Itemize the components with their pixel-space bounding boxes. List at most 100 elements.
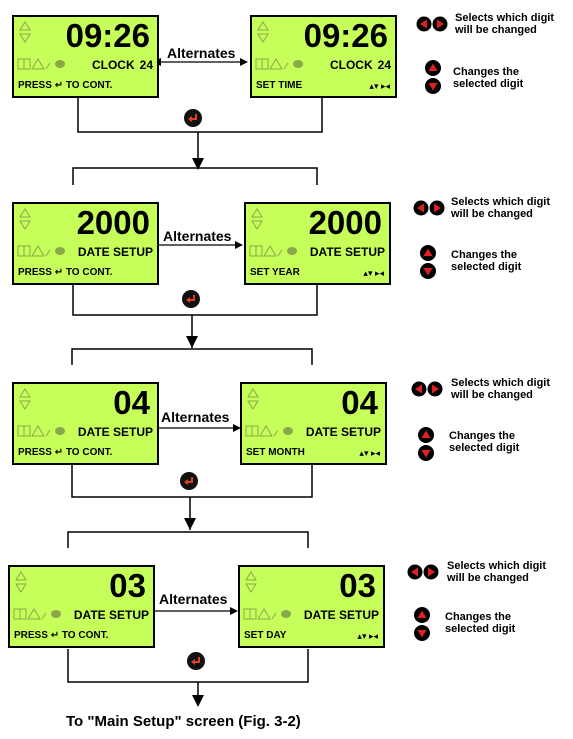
lcd-set-label: SET TIME	[256, 80, 303, 91]
enter-button[interactable]	[180, 472, 198, 490]
up-down-indicator-icon	[19, 208, 31, 230]
footer-caption: To "Main Setup" screen (Fig. 3-2)	[66, 713, 301, 730]
lcd-value: 09:26	[303, 17, 388, 54]
press-prefix: PRESS	[18, 80, 52, 91]
legend-line: selected digit	[449, 442, 520, 454]
up-down-indicator-icon	[245, 571, 257, 593]
lcd-month-press: 04 DATE SETUP PRESS ↵ TO CONT.	[12, 382, 159, 465]
legend-line: Selects which digit	[451, 196, 551, 208]
lcd-press-text: PRESS ↵ TO CONT.	[18, 267, 112, 279]
lcd-press-text: PRESS ↵ TO CONT.	[18, 80, 112, 92]
press-prefix: PRESS	[18, 447, 52, 458]
up-down-buttons-icon	[418, 427, 434, 461]
lcd-mode-label: CLOCK	[329, 58, 373, 72]
lcd-clock-set: 09:26 CLOCK 24 SET TIME ▴▾ ▸◂	[250, 15, 397, 98]
up-down-indicator-icon	[257, 21, 269, 43]
left-right-buttons-icon	[416, 16, 448, 32]
lcd-mode-label: DATE SETUP	[77, 425, 153, 439]
enter-symbol-icon: ↵	[54, 80, 64, 91]
enter-key-icon	[191, 657, 200, 665]
enter-button[interactable]	[187, 652, 205, 670]
legend-line: will be changed	[455, 24, 537, 36]
up-down-buttons-icon	[425, 60, 441, 94]
lcd-nav-symbols: ▴▾ ▸◂	[363, 268, 384, 278]
lcd-day-set: 03 DATE SETUP SET DAY ▴▾ ▸◂	[238, 565, 385, 648]
enter-button[interactable]	[182, 290, 200, 308]
lcd-mode-number: 24	[377, 58, 391, 72]
enter-button[interactable]	[184, 109, 202, 127]
legend-line: selected digit	[445, 623, 516, 635]
lcd-mode: DATE SETUP	[306, 425, 381, 439]
lcd-value: 03	[109, 567, 146, 604]
lcd-day-press: 03 DATE SETUP PRESS ↵ TO CONT.	[8, 565, 155, 648]
lcd-mode-label: DATE SETUP	[309, 245, 385, 259]
up-down-indicator-icon	[19, 21, 31, 43]
lcd-nav-symbols: ▴▾ ▸◂	[369, 81, 390, 91]
lcd-mode: CLOCK 24	[92, 58, 153, 72]
lcd-mode: DATE SETUP	[78, 245, 153, 259]
legend-line: Selects which digit	[451, 377, 551, 389]
up-down-indicator-icon	[251, 208, 263, 230]
enter-key-icon	[184, 477, 193, 485]
lcd-year-press: 2000 DATE SETUP PRESS ↵ TO CONT.	[12, 202, 159, 285]
lcd-mode: DATE SETUP	[78, 425, 153, 439]
legend-line: Changes the	[451, 249, 518, 261]
lcd-value: 03	[339, 567, 376, 604]
alternates-label: Alternates	[162, 228, 233, 244]
lcd-status-symbols-icon	[17, 425, 65, 437]
lcd-mode-label: CLOCK	[91, 58, 135, 72]
lcd-year-set: 2000 DATE SETUP SET YEAR ▴▾ ▸◂	[244, 202, 391, 285]
lcd-set-label: SET MONTH	[246, 447, 305, 458]
lcd-value: 09:26	[65, 17, 150, 54]
enter-symbol-icon: ↵	[50, 630, 60, 641]
alternates-label: Alternates	[158, 591, 229, 607]
legend-line: Changes the	[453, 66, 520, 78]
lcd-value: 2000	[308, 204, 382, 241]
lcd-status-symbols-icon	[17, 58, 65, 70]
lcd-mode-label: DATE SETUP	[305, 425, 381, 439]
left-right-buttons-icon	[407, 564, 439, 580]
legend-line: Selects which digit	[455, 12, 555, 24]
left-right-buttons-icon	[411, 381, 443, 397]
lcd-mode-label: DATE SETUP	[73, 608, 149, 622]
enter-symbol-icon: ↵	[54, 267, 64, 278]
lcd-clock-press: 09:26 CLOCK 24 PRESS ↵ TO CONT.	[12, 15, 159, 98]
lcd-value: 04	[113, 384, 150, 421]
alternates-label: Alternates	[166, 45, 237, 61]
lcd-status-symbols-icon	[13, 608, 61, 620]
lcd-set-label: SET YEAR	[250, 267, 300, 278]
lcd-mode: DATE SETUP	[310, 245, 385, 259]
lcd-nav-symbols: ▴▾ ▸◂	[359, 448, 380, 458]
lcd-status-symbols-icon	[245, 425, 293, 437]
alternates-label: Alternates	[160, 409, 231, 425]
lcd-status-symbols-icon	[17, 245, 65, 257]
lcd-status-symbols-icon	[255, 58, 303, 70]
enter-key-icon	[188, 114, 197, 122]
lcd-mode: DATE SETUP	[304, 608, 379, 622]
press-suffix: TO CONT.	[65, 267, 113, 278]
lcd-mode-label: DATE SETUP	[303, 608, 379, 622]
lcd-set-label: SET DAY	[244, 630, 287, 641]
lcd-press-text: PRESS ↵ TO CONT.	[14, 630, 108, 642]
legend-line: selected digit	[451, 261, 522, 273]
lcd-value: 2000	[76, 204, 150, 241]
legend-line: selected digit	[453, 78, 524, 90]
lcd-mode-number: 24	[139, 58, 153, 72]
lcd-month-set: 04 DATE SETUP SET MONTH ▴▾ ▸◂	[240, 382, 387, 465]
legend-line: Selects which digit	[447, 560, 547, 572]
press-prefix: PRESS	[14, 630, 48, 641]
enter-key-icon	[186, 295, 195, 303]
legend-line: Changes the	[445, 611, 512, 623]
press-suffix: TO CONT.	[65, 80, 113, 91]
lcd-mode: CLOCK 24	[330, 58, 391, 72]
lcd-mode-label: DATE SETUP	[77, 245, 153, 259]
